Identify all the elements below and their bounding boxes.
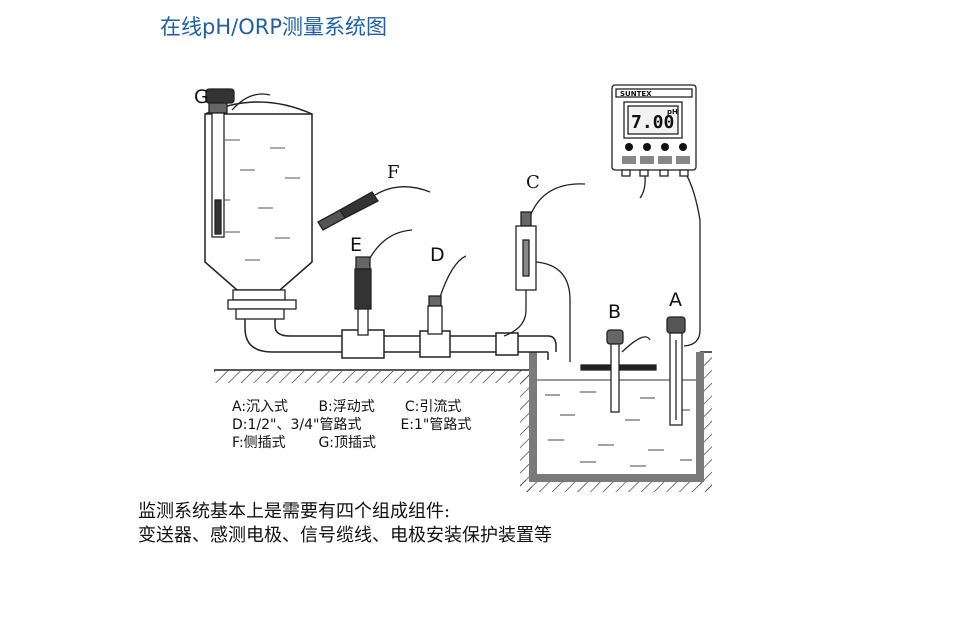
meter-brand: SUNTEX xyxy=(620,90,652,98)
description-line-2: 变送器、感测电极、信号缆线、电极安装保护装置等 xyxy=(138,525,552,546)
label-c: C xyxy=(526,172,540,193)
meter-reading: 7.00 xyxy=(631,112,674,133)
label-d: D xyxy=(430,244,445,266)
meter-unit: pH xyxy=(667,108,678,116)
probe-e xyxy=(354,229,413,336)
legend-item: G:顶插式 xyxy=(318,435,377,451)
legend: A:沉入式 B:浮动式 C:引流式 D:1/2"、3/4"管路式 E:1"管路式… xyxy=(232,398,471,452)
label-e: E xyxy=(350,234,362,256)
probe-g xyxy=(205,88,271,238)
probe-f xyxy=(317,186,431,231)
legend-row: D:1/2"、3/4"管路式 E:1"管路式 xyxy=(232,416,471,434)
flow-cell-c xyxy=(503,183,586,362)
description: 监测系统基本上是需要有四个组成组件: 变送器、感测电极、信号缆线、电极安装保护装… xyxy=(138,500,552,548)
legend-row: A:沉入式 B:浮动式 C:引流式 xyxy=(232,398,471,416)
probe-d xyxy=(427,255,467,335)
legend-item: F:侧插式 xyxy=(232,435,286,451)
label-b: B xyxy=(608,301,621,323)
legend-item: D:1/2"、3/4"管路式 xyxy=(232,417,362,433)
probe-b xyxy=(580,329,657,413)
label-f: F xyxy=(387,162,400,183)
page-title: 在线pH/ORP测量系统图 xyxy=(160,15,387,39)
pipeline xyxy=(244,319,557,360)
legend-item: A:沉入式 xyxy=(232,399,289,415)
legend-row: F:侧插式 G:顶插式 xyxy=(232,434,471,452)
legend-item: B:浮动式 xyxy=(318,399,375,415)
legend-item: E:1"管路式 xyxy=(400,417,472,433)
legend-item: C:引流式 xyxy=(404,399,462,415)
vessel xyxy=(204,101,313,320)
description-line-1: 监测系统基本上是需要有四个组成组件: xyxy=(138,501,451,522)
transmitter-meter xyxy=(611,84,697,199)
label-a: A xyxy=(669,289,682,311)
label-g: G xyxy=(194,86,209,108)
probe-a xyxy=(666,173,701,426)
